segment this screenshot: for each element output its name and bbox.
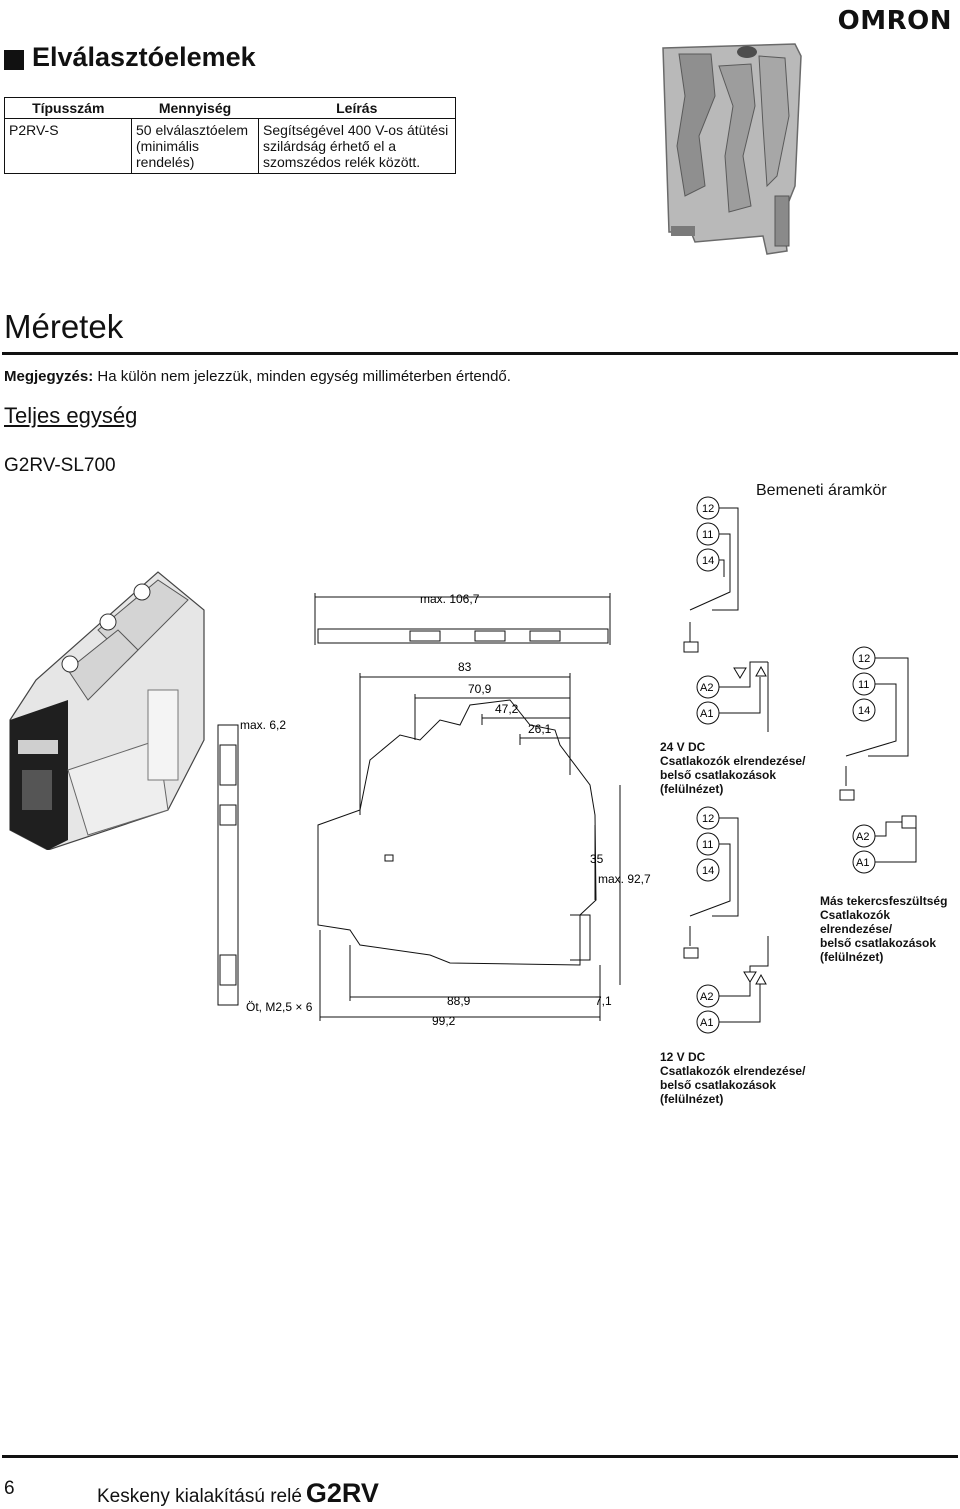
table-cell: P2RV-S [4, 118, 132, 174]
term-11: 11 [858, 679, 869, 691]
term-14: 14 [858, 705, 870, 717]
table-cell: Segítségével 400 V-os átütési szilárdság… [258, 118, 456, 174]
circuit-12v-diagram: 12 11 14 A2 A1 [683, 806, 769, 1034]
dim-35: 35 [590, 852, 604, 866]
dim-26-1: 26,1 [528, 722, 552, 736]
dim-99-2: 99,2 [432, 1014, 456, 1028]
term-11: 11 [702, 529, 713, 541]
subsection-title: Teljes egység [4, 403, 138, 428]
section-divider [2, 352, 958, 355]
table-cell: 50 elválasztóelem (minimális rendelés) [131, 118, 259, 174]
dim-max-6-2: max. 6,2 [240, 718, 286, 732]
section-title-dimensions: Méretek [4, 308, 124, 345]
dim-max-92-7: max. 92,7 [598, 872, 651, 886]
footer-product: G2RV [305, 1478, 379, 1508]
separator-product-image [662, 43, 802, 255]
relay-product-image [9, 571, 205, 850]
table-header: Leírás [258, 97, 456, 119]
term-a2: A2 [700, 991, 713, 1003]
dim-83: 83 [458, 660, 472, 674]
term-14: 14 [702, 555, 714, 567]
footer-title-text: Keskeny kialakítású relé [97, 1486, 302, 1507]
dim-screw: Öt, M2,5 × 6 [246, 1000, 313, 1014]
term-14: 14 [702, 865, 714, 877]
term-12: 12 [702, 503, 714, 515]
units-note: Megjegyzés: Ha külön nem jelezzük, minde… [4, 368, 511, 385]
product-table: Típusszám Mennyiség Leírás P2RV-S 50 elv… [4, 97, 456, 174]
term-a1: A1 [700, 1017, 713, 1029]
model-number: G2RV-SL700 [4, 455, 116, 476]
dimension-drawing: max. 106,7 83 70,9 47,2 26,1 max. 6,2 35… [217, 592, 651, 1028]
heading-square-icon [4, 50, 24, 70]
term-a1: A1 [856, 857, 869, 869]
term-12: 12 [858, 653, 870, 665]
circuit-24v-diagram: 12 11 14 A2 A1 [683, 496, 769, 732]
dim-max-106-7: max. 106,7 [420, 592, 480, 606]
dim-88-9: 88,9 [447, 994, 471, 1008]
note-text: Ha külön nem jelezzük, minden egység mil… [97, 368, 511, 385]
term-a2: A2 [856, 831, 869, 843]
term-a1: A1 [700, 708, 713, 720]
caption-12v: 12 V DC Csatlakozók elrendezése/ belső c… [660, 1050, 806, 1106]
omron-logo: OMRON [837, 6, 952, 36]
table-row: P2RV-S 50 elválasztóelem (minimális rend… [4, 118, 456, 174]
footer-divider [2, 1455, 958, 1458]
term-11: 11 [702, 839, 713, 851]
dim-70-9: 70,9 [468, 682, 492, 696]
note-label: Megjegyzés: [4, 368, 94, 385]
table-header: Mennyiség [131, 97, 259, 119]
caption-other-voltage: Más tekercsfeszültség Csatlakozók elrend… [820, 894, 948, 964]
dim-47-2: 47,2 [495, 702, 519, 716]
circuit-other-diagram: 12 11 14 A2 A1 [839, 646, 917, 874]
term-a2: A2 [700, 682, 713, 694]
caption-24v: 24 V DC Csatlakozók elrendezése/ belső c… [660, 740, 806, 796]
section-title-separators: Elválasztóelemek [32, 42, 256, 72]
dim-7-1: 7,1 [595, 994, 612, 1008]
term-12: 12 [702, 813, 714, 825]
circuit-title: Bemeneti áramkör [756, 482, 887, 499]
table-header: Típusszám [4, 97, 132, 119]
page-number: 6 [4, 1478, 15, 1499]
